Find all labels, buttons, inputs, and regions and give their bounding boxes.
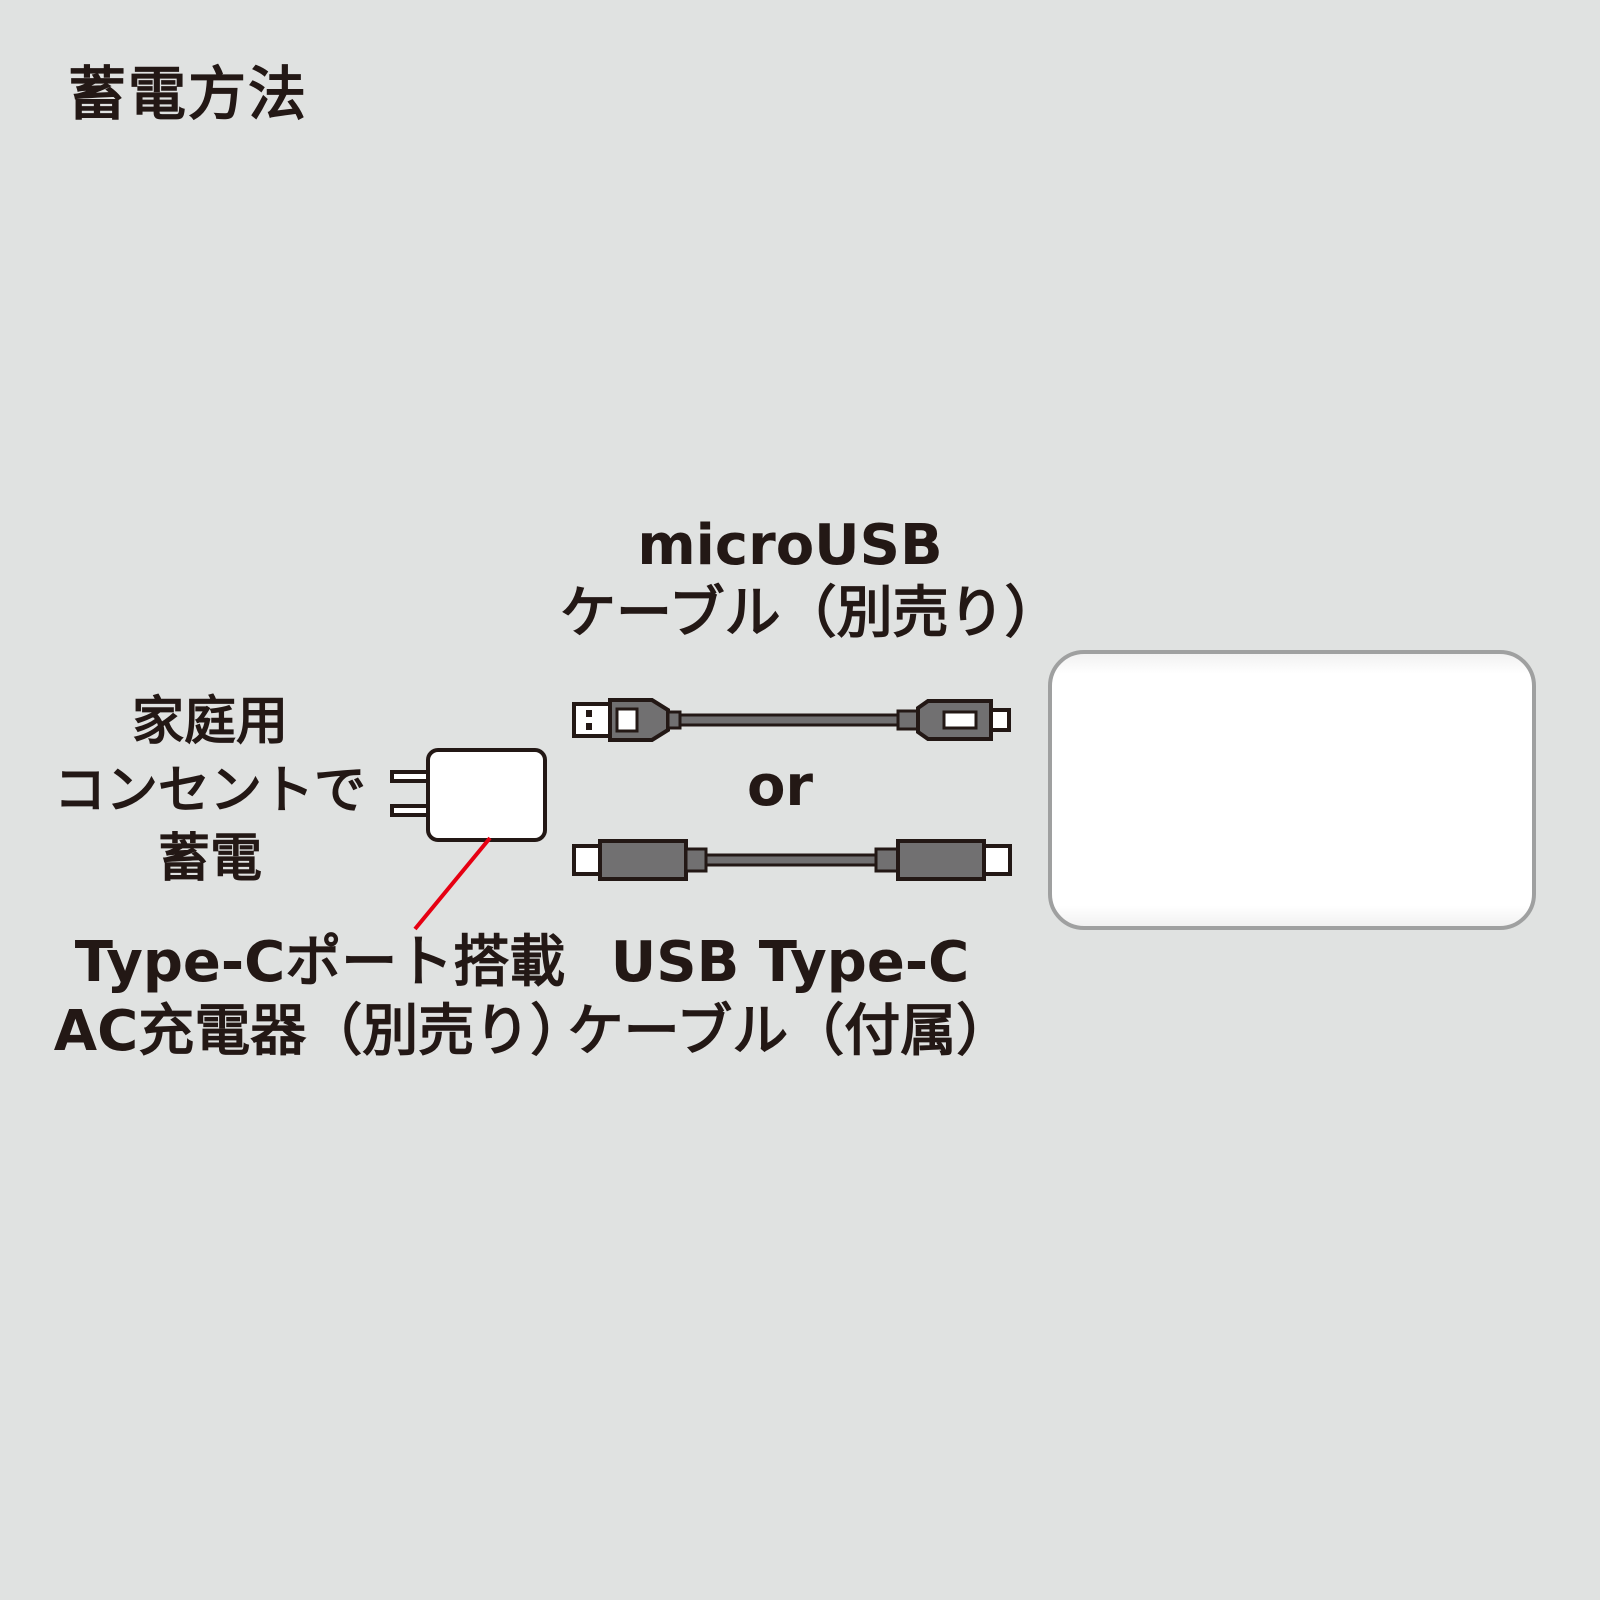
microusb-cable-icon: [572, 698, 1011, 742]
outlet-label-line: 蓄電: [157, 829, 262, 890]
ac-charger-icon: [390, 748, 547, 842]
ac-charger-label: Type-Cポート搭載 AC充電器（別売り）: [40, 928, 600, 1067]
usb-typec-cable-label: USB Type-C ケーブル（付属）: [560, 928, 1020, 1067]
outlet-label-line: 家庭用: [131, 692, 288, 752]
or-label: or: [746, 754, 814, 819]
charger-leader-line: [413, 836, 492, 931]
charger-label-line: AC充電器（別売り）: [53, 999, 587, 1065]
outlet-label-line: コンセントで: [53, 760, 366, 821]
page-title: 蓄電方法: [68, 60, 309, 128]
battery-device: [1048, 650, 1536, 930]
typec-label-line: ケーブル（付属）: [567, 999, 1013, 1065]
usb-typec-cable-icon: [572, 839, 1012, 881]
outlet-charging-label: 家庭用 コンセントで 蓄電: [40, 688, 380, 894]
typec-label-line: USB Type-C: [610, 930, 970, 995]
micro-label-line: microUSB: [637, 513, 943, 578]
microusb-cable-label: microUSB ケーブル（別売り）: [560, 512, 1061, 649]
charger-label-line: Type-Cポート搭載: [74, 930, 566, 995]
micro-label-line: ケーブル（別売り）: [560, 581, 1061, 647]
